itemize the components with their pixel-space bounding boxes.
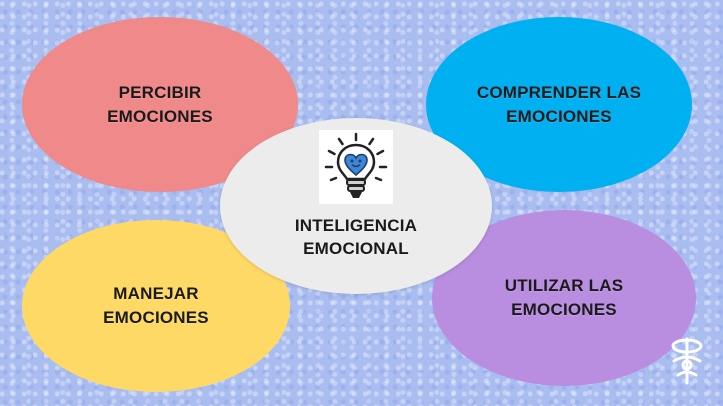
- figure-logo-icon: [666, 335, 708, 387]
- node-label-line1: UTILIZAR LAS: [504, 276, 624, 295]
- node-inteligencia-emocional: INTELIGENCIA EMOCIONAL: [220, 118, 492, 294]
- node-percibir-emociones: PERCIBIR EMOCIONES: [22, 17, 298, 192]
- node-utilizar-emociones: UTILIZAR LAS EMOCIONES: [432, 210, 696, 386]
- node-label-line2: EMOCIONES: [511, 300, 617, 319]
- node-label: MANEJAR EMOCIONES: [103, 282, 209, 330]
- lightbulb-heart-icon: [319, 130, 393, 204]
- node-label: COMPRENDER LAS EMOCIONES: [477, 81, 641, 129]
- node-label-line2: EMOCIONAL: [303, 239, 409, 258]
- node-label-line2: EMOCIONES: [103, 308, 209, 327]
- node-label: UTILIZAR LAS EMOCIONES: [505, 274, 624, 322]
- node-label: INTELIGENCIA EMOCIONAL: [295, 214, 417, 260]
- node-label-line1: COMPRENDER LAS: [476, 82, 642, 102]
- node-label-line2: EMOCIONES: [506, 106, 612, 126]
- node-label-line1: MANEJAR: [113, 284, 199, 303]
- node-label: PERCIBIR EMOCIONES: [107, 81, 213, 129]
- lightbulb-heart-icon-graphic: [324, 132, 388, 198]
- node-comprender-emociones: COMPRENDER LAS EMOCIONES: [426, 17, 692, 192]
- figure-logo-graphic: [671, 337, 703, 385]
- node-label-line1: PERCIBIR: [118, 82, 202, 102]
- node-label-line1: INTELIGENCIA: [294, 216, 418, 235]
- node-label-line2: EMOCIONES: [107, 106, 213, 126]
